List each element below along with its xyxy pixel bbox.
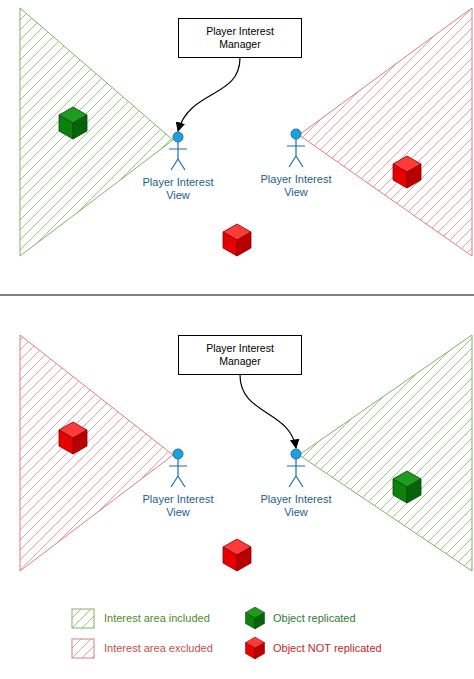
- player-figure: [251, 448, 341, 490]
- legend-hatch-sample: [72, 609, 94, 628]
- manager-box: Player Interest Manager: [178, 335, 302, 375]
- replicated-object: [393, 471, 421, 503]
- player-view: Player Interest View: [133, 448, 223, 520]
- player-label: Player Interest View: [251, 493, 341, 519]
- interest-area-excluded: [299, 8, 472, 256]
- manager-label: Player Interest Manager: [194, 25, 286, 51]
- player-label: Player Interest View: [133, 176, 223, 202]
- non-replicated-object: [393, 156, 421, 188]
- interest-area-included: [299, 335, 472, 571]
- figure-body: [169, 142, 187, 170]
- figure-head: [291, 449, 301, 459]
- player-figure: [133, 448, 223, 490]
- player-label: Player Interest View: [251, 173, 341, 199]
- figure-head: [173, 449, 183, 459]
- non-replicated-object: [223, 224, 251, 256]
- legend-label: Interest area excluded: [104, 641, 213, 655]
- non-replicated-object: [59, 422, 87, 454]
- figure-body: [287, 459, 305, 487]
- figure-body: [287, 139, 305, 167]
- interest-area-excluded: [20, 335, 173, 571]
- manager-arrow: [178, 58, 240, 131]
- legend-label: Interest area included: [104, 611, 210, 625]
- figure-body: [169, 459, 187, 487]
- legend-label: Object NOT replicated: [273, 641, 382, 655]
- legend-hatch-sample: [72, 639, 94, 658]
- manager-box: Player Interest Manager: [178, 18, 302, 58]
- player-label: Player Interest View: [133, 493, 223, 519]
- non-replicated-object: [223, 539, 251, 571]
- replicated-object: [59, 107, 87, 139]
- legend-label: Object replicated: [273, 611, 356, 625]
- manager-label: Player Interest Manager: [194, 342, 286, 368]
- interest-area-included: [20, 8, 173, 256]
- player-view: Player Interest View: [251, 128, 341, 200]
- player-view: Player Interest View: [251, 448, 341, 520]
- panel-separator: [0, 295, 474, 296]
- manager-arrow: [240, 375, 296, 448]
- figure-head: [173, 132, 183, 142]
- figure-head: [291, 129, 301, 139]
- player-figure: [251, 128, 341, 170]
- player-figure: [133, 131, 223, 173]
- legend-cube-sample: [245, 637, 264, 659]
- player-view: Player Interest View: [133, 131, 223, 203]
- legend-cube-sample: [245, 607, 264, 629]
